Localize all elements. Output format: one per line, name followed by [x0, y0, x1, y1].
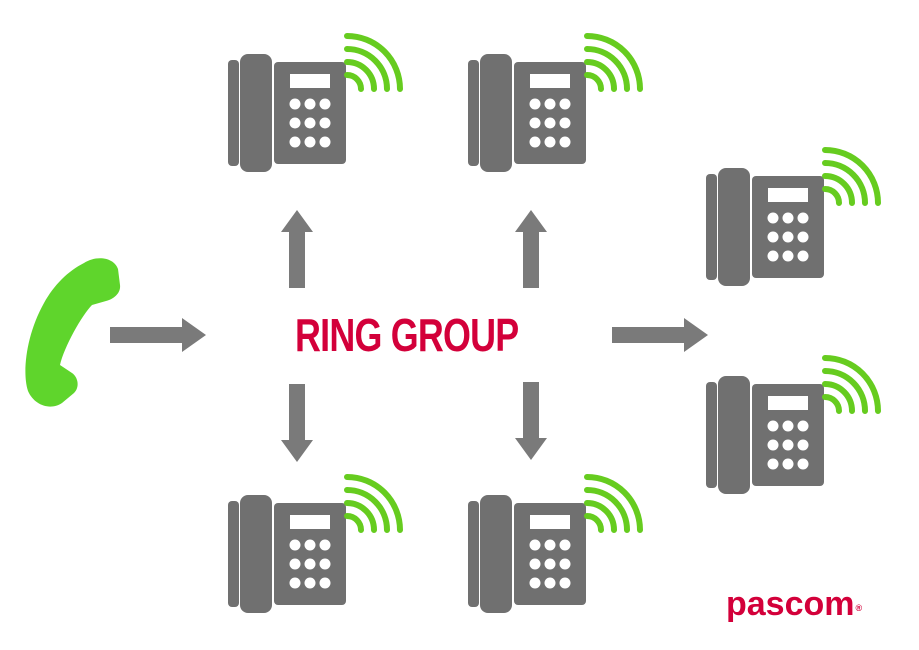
arrow-right-icon [612, 318, 708, 352]
desk-phone-icon [468, 36, 640, 172]
desk-phone-icon [706, 150, 878, 286]
arrow-to-ring-group-icon [110, 318, 206, 352]
desk-phone-icon [468, 477, 640, 613]
incoming-call-handset-icon [25, 258, 121, 407]
arrow-down-right-icon [515, 382, 547, 460]
desk-phone-icon [228, 36, 400, 172]
ring-group-title: RING GROUP [295, 309, 519, 361]
pascom-logo: pascom® [726, 582, 906, 626]
arrow-down-left-icon [281, 384, 313, 462]
desk-phone-icon [228, 477, 400, 613]
arrow-up-left-icon [281, 210, 313, 288]
arrow-up-right-icon [515, 210, 547, 288]
logo-text: pascom [726, 585, 855, 623]
registered-mark-icon: ® [855, 603, 863, 613]
desk-phone-icon [706, 358, 878, 494]
